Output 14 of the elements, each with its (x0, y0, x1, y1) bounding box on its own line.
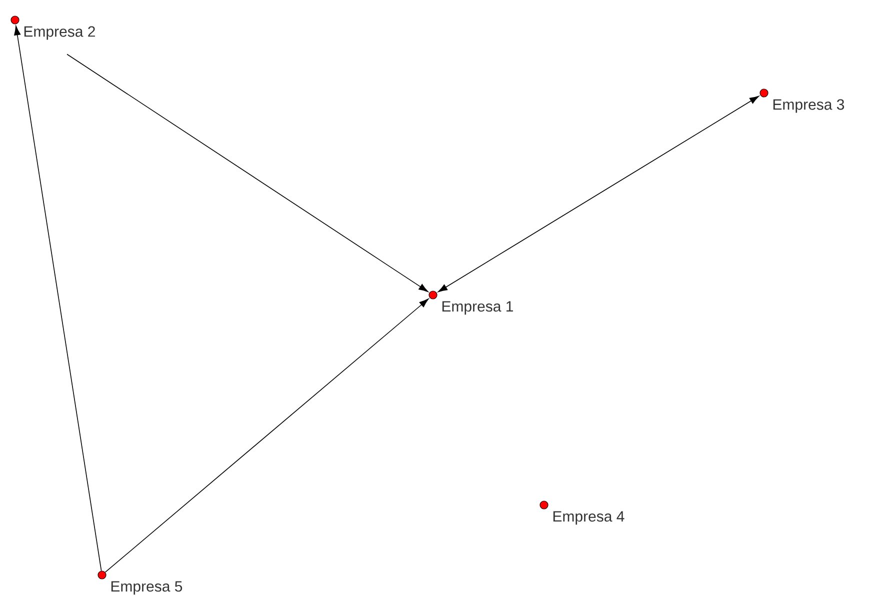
node-label: Empresa 3 (773, 99, 844, 113)
node-label: Empresa 2 (24, 26, 95, 40)
arrow (14, 26, 102, 572)
node-dot (540, 500, 548, 510)
node-label: Empresa 4 (553, 511, 624, 525)
node-dot (98, 570, 106, 580)
node-dot (10, 16, 20, 24)
node-label: Empresa 5 (111, 581, 182, 595)
arrow (438, 96, 760, 292)
node-dot (760, 88, 768, 98)
arrow (66, 54, 428, 292)
node-label: Empresa 1 (442, 301, 513, 315)
arrow (104, 298, 429, 573)
node-dot (428, 290, 438, 300)
